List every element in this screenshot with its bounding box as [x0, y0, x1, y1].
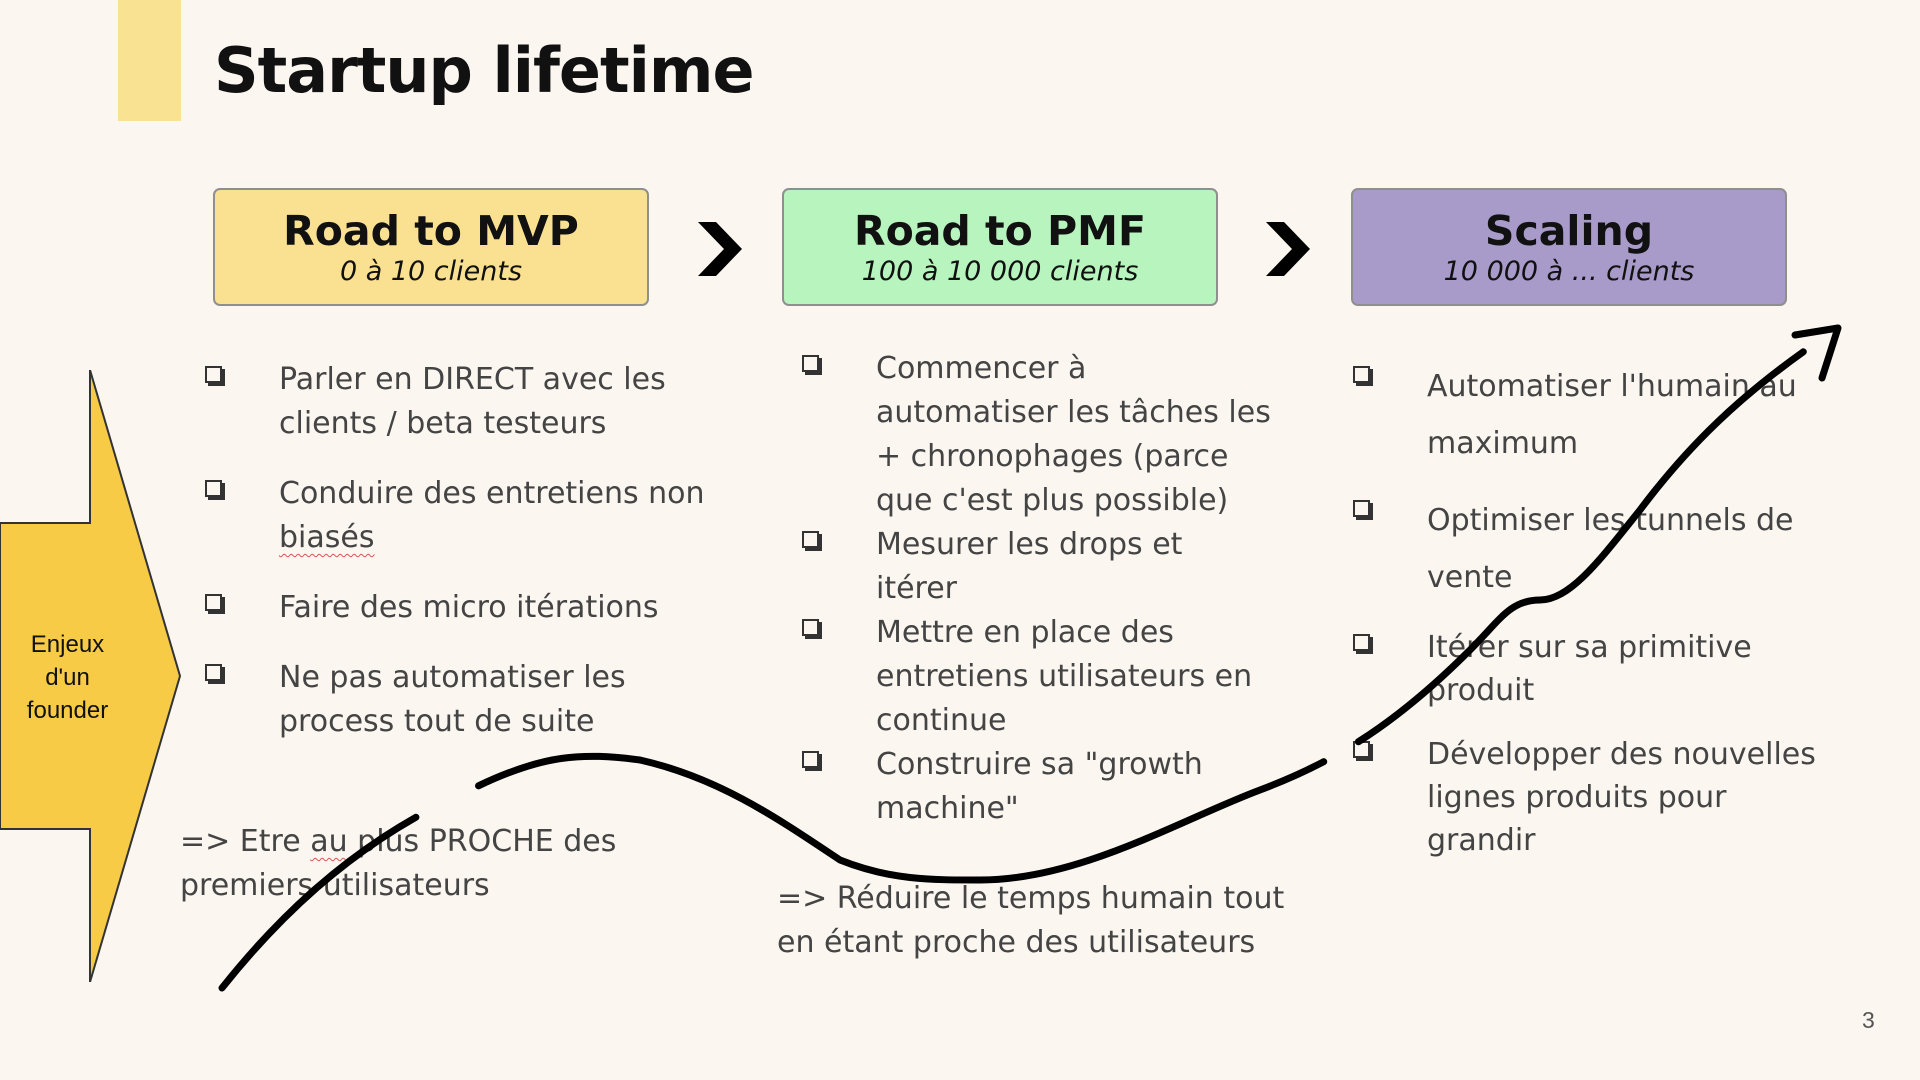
phase-subtitle: 100 à 10 000 clients [861, 256, 1139, 287]
list-item-text: Construire sa "growth machine" [876, 747, 1203, 826]
checkbox-icon [1353, 500, 1370, 518]
checkbox-icon [205, 594, 222, 612]
checkbox-icon [1353, 366, 1370, 384]
list-item: Conduire des entretiens non biasés [205, 472, 705, 560]
checkbox-icon [205, 366, 222, 384]
list-item: Itérer sur sa primitive produit [1353, 626, 1823, 712]
mvp-conclusion: => Etre au plus PROCHE des premiers util… [180, 820, 700, 908]
conclusion-text: => Etre [180, 824, 311, 859]
conclusion-text: au [310, 824, 348, 859]
checkbox-icon [205, 480, 222, 498]
mvp-action-list: Parler en DIRECT avec les clients / beta… [205, 358, 705, 770]
scaling-action-list: Automatiser l'humain au maximum Optimise… [1353, 358, 1823, 883]
phase-box-road-to-pmf: Road to PMF 100 à 10 000 clients [782, 188, 1218, 306]
slide-title: Startup lifetime [214, 34, 755, 107]
phase-title: Scaling [1484, 207, 1654, 255]
list-item: Automatiser l'humain au maximum [1353, 358, 1823, 472]
phase-subtitle: 0 à 10 clients [339, 256, 523, 287]
checkbox-icon [1353, 634, 1370, 652]
checkbox-icon [802, 619, 819, 637]
list-item-text: Mesurer les drops et itérer [876, 527, 1183, 606]
list-item-text: Conduire des entretiens non [279, 476, 705, 511]
checkbox-icon [1353, 741, 1370, 759]
page-number: 3 [1862, 1007, 1875, 1033]
title-accent-bar [118, 0, 181, 121]
checkbox-icon [205, 664, 222, 682]
list-item-text: biasés [279, 520, 375, 555]
pmf-conclusion: => Réduire le temps humain tout en étant… [777, 881, 1285, 960]
list-item: Construire sa "growth machine" [802, 743, 1272, 831]
list-item: Commencer à automatiser les tâches les +… [802, 347, 1272, 523]
list-item: Développer des nouvelles lignes produits… [1353, 733, 1823, 862]
list-item-text: Itérer sur sa primitive produit [1427, 630, 1752, 708]
list-item: Parler en DIRECT avec les clients / beta… [205, 358, 705, 446]
list-item-text: Développer des nouvelles lignes produits… [1427, 737, 1816, 858]
phase-box-road-to-mvp: Road to MVP 0 à 10 clients [213, 188, 649, 306]
phase-subtitle: 10 000 à ... clients [1443, 256, 1695, 287]
arrow-right-icon [0, 370, 182, 982]
checkbox-icon [802, 751, 819, 769]
list-item-text: Optimiser les tunnels de vente [1427, 503, 1794, 595]
list-item: Optimiser les tunnels de vente [1353, 492, 1823, 606]
list-item: Mettre en place des entretiens utilisate… [802, 611, 1272, 743]
checkbox-icon [802, 531, 819, 549]
list-item: Faire des micro itérations [205, 586, 705, 630]
side-label: Enjeux d'un founder [26, 631, 109, 724]
list-item: Mesurer les drops et itérer [802, 523, 1272, 611]
pmf-action-list: Commencer à automatiser les tâches les +… [802, 347, 1272, 831]
chevron-right-icon [698, 222, 742, 276]
phase-title: Road to PMF [854, 207, 1146, 255]
list-item-text: Commencer à automatiser les tâches les +… [876, 351, 1271, 518]
phase-title: Road to MVP [283, 207, 579, 255]
checkbox-icon [802, 355, 819, 373]
list-item: Ne pas automatiser les process tout de s… [205, 656, 705, 744]
list-item-text: Faire des micro itérations [279, 590, 659, 625]
phase-box-scaling: Scaling 10 000 à ... clients [1351, 188, 1787, 306]
list-item-text: Mettre en place des entretiens utilisate… [876, 615, 1253, 738]
chevron-right-icon [1266, 222, 1310, 276]
list-item-text: Automatiser l'humain au maximum [1427, 369, 1797, 461]
list-item-text: Parler en DIRECT avec les clients / beta… [279, 362, 666, 441]
list-item-text: Ne pas automatiser les process tout de s… [279, 660, 626, 739]
